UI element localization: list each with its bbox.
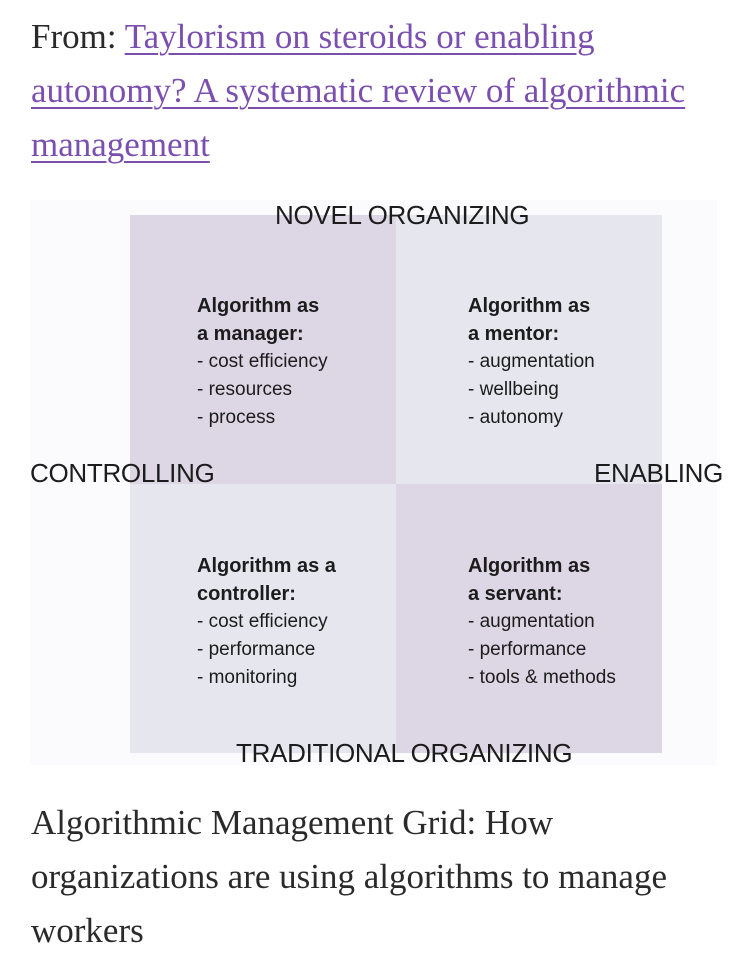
quadrant-item: - cost efficiency <box>197 611 328 632</box>
source-line: From: Taylorism on steroids or enabling … <box>31 10 721 172</box>
axis-label-top: NOVEL ORGANIZING <box>275 200 530 230</box>
quadrant-bottom-left <box>130 484 396 753</box>
quadrant-top-right <box>396 215 662 484</box>
quadrant-mentor-text: Algorithm as a mentor: - augmentation - … <box>468 292 668 432</box>
quadrant-item: - performance <box>468 639 587 660</box>
quadrant-manager-text: Algorithm as a manager: - cost efficienc… <box>197 292 397 432</box>
article-link[interactable]: Taylorism on steroids or enabling autono… <box>31 17 686 164</box>
quadrant-title: a mentor: <box>468 323 560 345</box>
quadrant-controller-text: Algorithm as a controller: - cost effici… <box>197 552 397 692</box>
quadrant-bottom-right <box>396 484 662 753</box>
quadrant-item: - tools & methods <box>468 667 616 688</box>
quadrant-item: - augmentation <box>468 611 595 632</box>
axis-label-right: ENABLING <box>594 458 724 488</box>
quadrant-item: - performance <box>197 639 316 660</box>
quadrant-servant-text: Algorithm as a servant: - augmentation -… <box>468 552 668 692</box>
quadrant-item: - autonomy <box>468 407 564 428</box>
quadrant-title: Algorithm as <box>197 295 320 317</box>
quadrant-item: - resources <box>197 379 293 400</box>
quadrant-title: Algorithm as a <box>197 555 336 577</box>
quadrant-item: - process <box>197 407 276 428</box>
quadrant-top-left <box>130 215 396 484</box>
algorithmic-management-grid: NOVEL ORGANIZING TRADITIONAL ORGANIZING … <box>30 200 723 768</box>
source-prefix: From: <box>31 17 125 56</box>
quadrant-item: - cost efficiency <box>197 351 328 372</box>
quadrant-title: a servant: <box>468 583 563 605</box>
axis-label-left: CONTROLLING <box>30 458 215 488</box>
quadrant-item: - wellbeing <box>468 379 559 400</box>
quadrant-title: controller: <box>197 583 296 605</box>
quadrant-title: Algorithm as <box>468 295 591 317</box>
quadrant-title: a manager: <box>197 323 304 345</box>
figure-caption: Algorithmic Management Grid: How organiz… <box>31 803 667 950</box>
quadrant-item: - augmentation <box>468 351 595 372</box>
quadrant-item: - monitoring <box>197 667 298 688</box>
axis-label-bottom: TRADITIONAL ORGANIZING <box>236 738 573 768</box>
quadrant-title: Algorithm as <box>468 555 591 577</box>
